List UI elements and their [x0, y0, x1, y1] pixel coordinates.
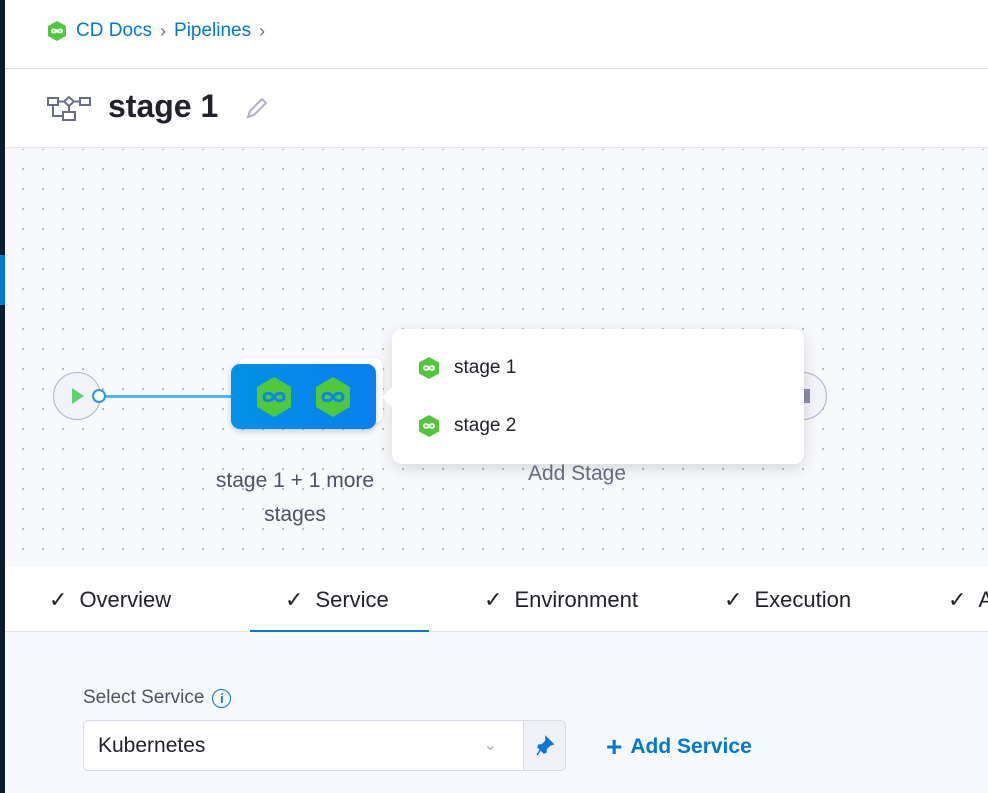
stage-tabs: ✓ Overview ✓ Service ✓ Environment ✓ Executi…	[5, 567, 988, 633]
check-icon: ✓	[724, 586, 743, 612]
stage-group-label: stage 1 + 1 more stages	[215, 469, 375, 526]
popover-stage-label: stage 2	[454, 415, 517, 436]
popover-stage-label: stage 1	[454, 357, 517, 378]
add-service-button[interactable]: + Add Service	[606, 731, 752, 763]
deploy-stage-icon	[315, 376, 350, 417]
deploy-stage-icon	[257, 376, 292, 417]
stage-group-popover: stage 1 stage 2	[382, 329, 804, 464]
connector-port[interactable]	[92, 389, 106, 403]
add-stage-button[interactable]: Add Stage	[527, 462, 627, 485]
stage-group-node[interactable]	[231, 364, 376, 429]
connector-line	[106, 395, 232, 398]
tab-execution[interactable]: ✓ Execution	[724, 567, 851, 632]
tab-label: Overview	[79, 586, 172, 612]
check-icon: ✓	[948, 586, 967, 612]
cd-module-icon	[48, 21, 66, 41]
chevron-right-icon: ›	[160, 20, 167, 41]
check-icon: ✓	[484, 586, 503, 612]
breadcrumb: CD Docs › Pipelines ›	[46, 18, 265, 44]
chevron-right-icon: ›	[259, 20, 266, 41]
divider	[5, 68, 988, 69]
popover-stage-item[interactable]: stage 2	[418, 414, 516, 438]
check-icon: ✓	[49, 586, 68, 612]
left-nav-active-indicator	[0, 255, 5, 305]
breadcrumb-project-link[interactable]: CD Docs	[76, 20, 153, 41]
info-icon[interactable]: i	[212, 688, 232, 708]
tab-advanced[interactable]: ✓A	[948, 567, 988, 632]
page-title: stage 1	[108, 88, 219, 124]
plus-icon: +	[606, 731, 623, 762]
deploy-stage-icon	[419, 357, 439, 379]
selected-service-value: Kubernetes	[98, 734, 206, 757]
tab-label: A	[978, 586, 988, 612]
tab-label: Execution	[754, 586, 852, 612]
tab-label: Service	[315, 586, 389, 612]
tab-label: Environment	[514, 586, 638, 612]
popover-stage-item[interactable]: stage 1	[418, 356, 516, 380]
check-icon: ✓	[285, 586, 304, 612]
tab-service[interactable]: ✓ Service	[250, 567, 429, 633]
left-nav-strip	[0, 0, 5, 793]
tab-environment[interactable]: ✓ Environment	[484, 567, 638, 632]
title-bar	[5, 69, 988, 148]
add-service-label: Add Service	[630, 735, 752, 758]
select-service-label: Select Service i	[83, 687, 232, 709]
pin-button[interactable]	[523, 720, 566, 771]
breadcrumb-pipelines-link[interactable]: Pipelines	[174, 20, 252, 41]
service-select[interactable]: Kubernetes ⌄	[83, 720, 524, 771]
pin-icon	[535, 734, 554, 755]
chevron-down-icon: ⌄	[483, 737, 497, 754]
tab-overview[interactable]: ✓ Overview	[49, 567, 171, 632]
edit-pencil-icon[interactable]	[244, 95, 270, 121]
pipeline-stage-icon	[47, 96, 91, 121]
deploy-stage-icon	[419, 415, 439, 437]
field-label: Select Service	[83, 687, 205, 708]
